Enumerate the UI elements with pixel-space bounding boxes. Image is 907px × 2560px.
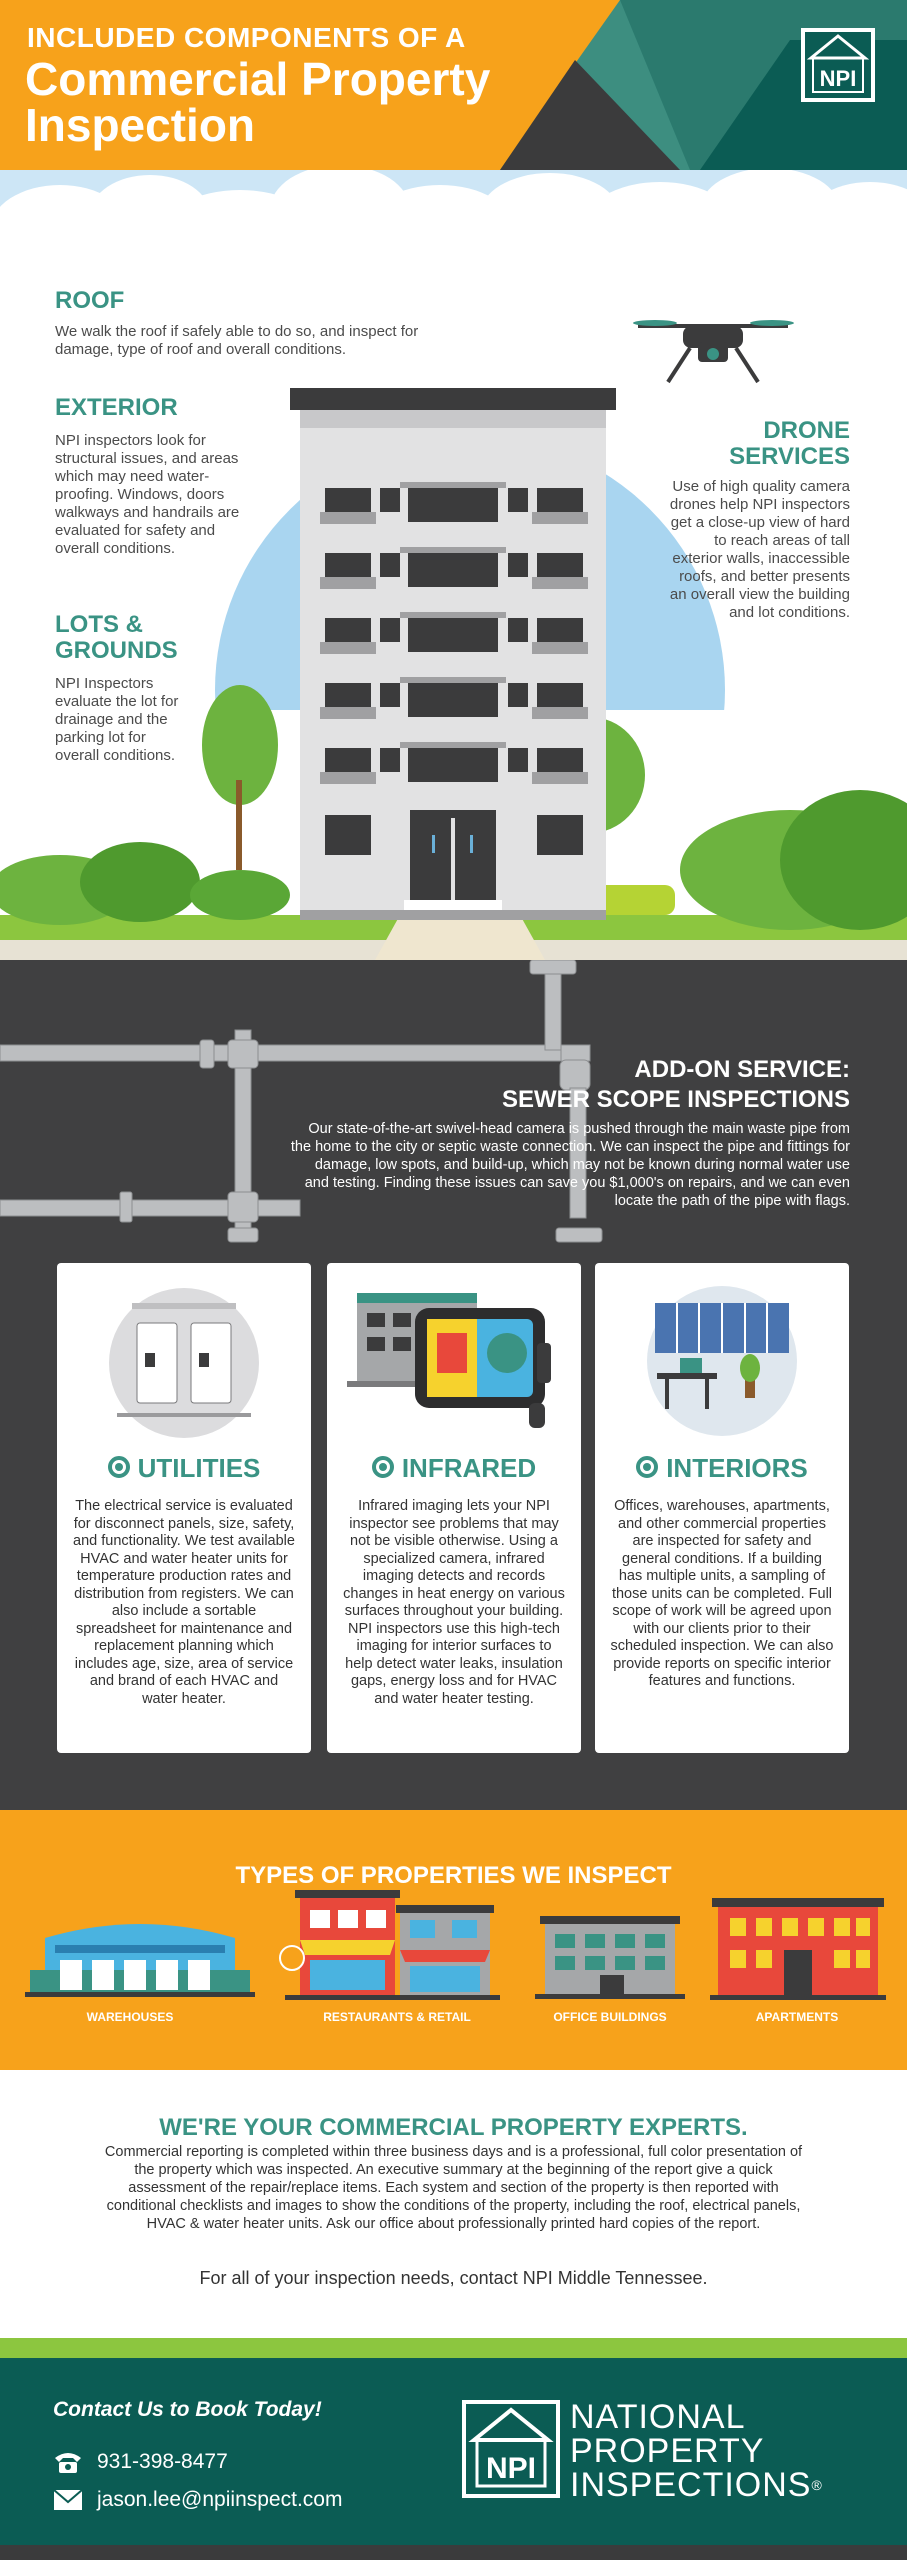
- target-bullet-icon: [107, 1456, 130, 1478]
- apartment-icon: [710, 1898, 886, 2000]
- interiors-icon: [647, 1286, 797, 1436]
- interiors-text: Offices, warehouses, apartments, and oth…: [610, 1498, 834, 1689]
- drone-icon: [633, 320, 794, 384]
- footer-divider: [0, 2338, 907, 2358]
- sewer-text: Our state-of-the-art swivel-head camera …: [290, 1121, 850, 1209]
- lots-grounds-title: LOTS & GROUNDS: [55, 611, 178, 664]
- target-bullet-icon: [636, 1456, 659, 1478]
- property-types-section: TYPES OF PROPERTIES WE INSPECT: [0, 1810, 907, 2070]
- building-illustration: [0, 170, 907, 960]
- infrared-camera-icon: [347, 1293, 551, 1428]
- type-label-warehouses: WAREHOUSES: [86, 2010, 174, 2024]
- card-infrared: INFRARED Infrared imaging lets your NPI …: [327, 1263, 581, 1753]
- warehouse-icon: [25, 1924, 255, 1997]
- card-interiors: INTERIORS Offices, warehouses, apartment…: [595, 1263, 849, 1753]
- bottom-bar: [0, 2545, 907, 2560]
- npi-logo-icon: NPI: [801, 28, 875, 102]
- contact-heading: Contact Us to Book Today!: [53, 2398, 322, 2421]
- header-banner: INCLUDED COMPONENTS OF A Commercial Prop…: [0, 0, 907, 170]
- experts-text: Commercial reporting is completed within…: [104, 2144, 803, 2232]
- email-row[interactable]: jason.lee@npiinspect.com: [53, 2488, 342, 2512]
- sewer-title: ADD-ON SERVICE: SEWER SCOPE INSPECTIONS: [501, 1056, 850, 1113]
- page-title: Commercial Property Inspection: [25, 53, 491, 151]
- envelope-icon: [53, 2489, 83, 2510]
- target-bullet-icon: [371, 1456, 394, 1478]
- header-subtitle: INCLUDED COMPONENTS OF A: [27, 22, 466, 53]
- property-types-illustrations: [25, 1890, 886, 2000]
- utilities-text: The electrical service is evaluated for …: [73, 1498, 295, 1707]
- svg-text:NPI: NPI: [820, 66, 857, 91]
- building-section: ROOF We walk the roof if safely able to …: [0, 170, 907, 960]
- lots-grounds-text: NPI Inspectors evaluate the lot for drai…: [55, 675, 179, 764]
- drone-title: DRONE SERVICES: [729, 417, 850, 470]
- brand-name: NATIONAL PROPERTY INSPECTIONS®: [570, 2398, 823, 2504]
- exterior-title: EXTERIOR: [55, 394, 178, 421]
- type-label-restaurants: RESTAURANTS & RETAIL: [323, 2010, 471, 2024]
- restaurant-icon: [279, 1890, 500, 2000]
- experts-contact-line: For all of your inspection needs, contac…: [199, 2268, 708, 2288]
- pipe-illustration: [0, 960, 603, 1243]
- card-utilities: UTILITIES The electrical service is eval…: [57, 1263, 311, 1753]
- experts-title: WE'RE YOUR COMMERCIAL PROPERTY EXPERTS.: [159, 2114, 748, 2141]
- office-building-icon: [535, 1916, 685, 1999]
- npi-logo-icon: NPI: [462, 2400, 560, 2498]
- type-label-office: OFFICE BUILDINGS: [553, 2010, 667, 2024]
- interiors-title: INTERIORS: [595, 1453, 849, 1484]
- utilities-title: UTILITIES: [57, 1453, 311, 1484]
- phone-icon: [55, 2453, 81, 2473]
- type-label-apartments: APARTMENTS: [755, 2010, 839, 2024]
- phone-number[interactable]: 931-398-8477: [97, 2450, 228, 2473]
- experts-section: WE'RE YOUR COMMERCIAL PROPERTY EXPERTS. …: [0, 2070, 907, 2338]
- brand-logo: NPI NATIONAL PROPERTY INSPECTIONS®: [462, 2398, 862, 2508]
- infrared-title: INFRARED: [327, 1453, 581, 1484]
- infrared-text: Infrared imaging lets your NPI inspector…: [343, 1498, 565, 1707]
- email-address[interactable]: jason.lee@npiinspect.com: [97, 2488, 343, 2511]
- exterior-text: NPI inspectors look for structural issue…: [55, 432, 240, 557]
- roof-title: ROOF: [55, 287, 125, 314]
- drone-text: Use of high quality camera drones help N…: [669, 478, 850, 621]
- sewer-section: ADD-ON SERVICE: SEWER SCOPE INSPECTIONS …: [0, 960, 907, 1810]
- roof-text: We walk the roof if safely able to do so…: [55, 323, 419, 358]
- footer: Contact Us to Book Today! 931-398-8477 j…: [0, 2358, 907, 2560]
- utilities-icon: [109, 1288, 259, 1438]
- phone-row[interactable]: 931-398-8477: [53, 2450, 228, 2474]
- svg-text:NPI: NPI: [486, 2452, 536, 2485]
- property-types-title: TYPES OF PROPERTIES WE INSPECT: [235, 1862, 672, 1889]
